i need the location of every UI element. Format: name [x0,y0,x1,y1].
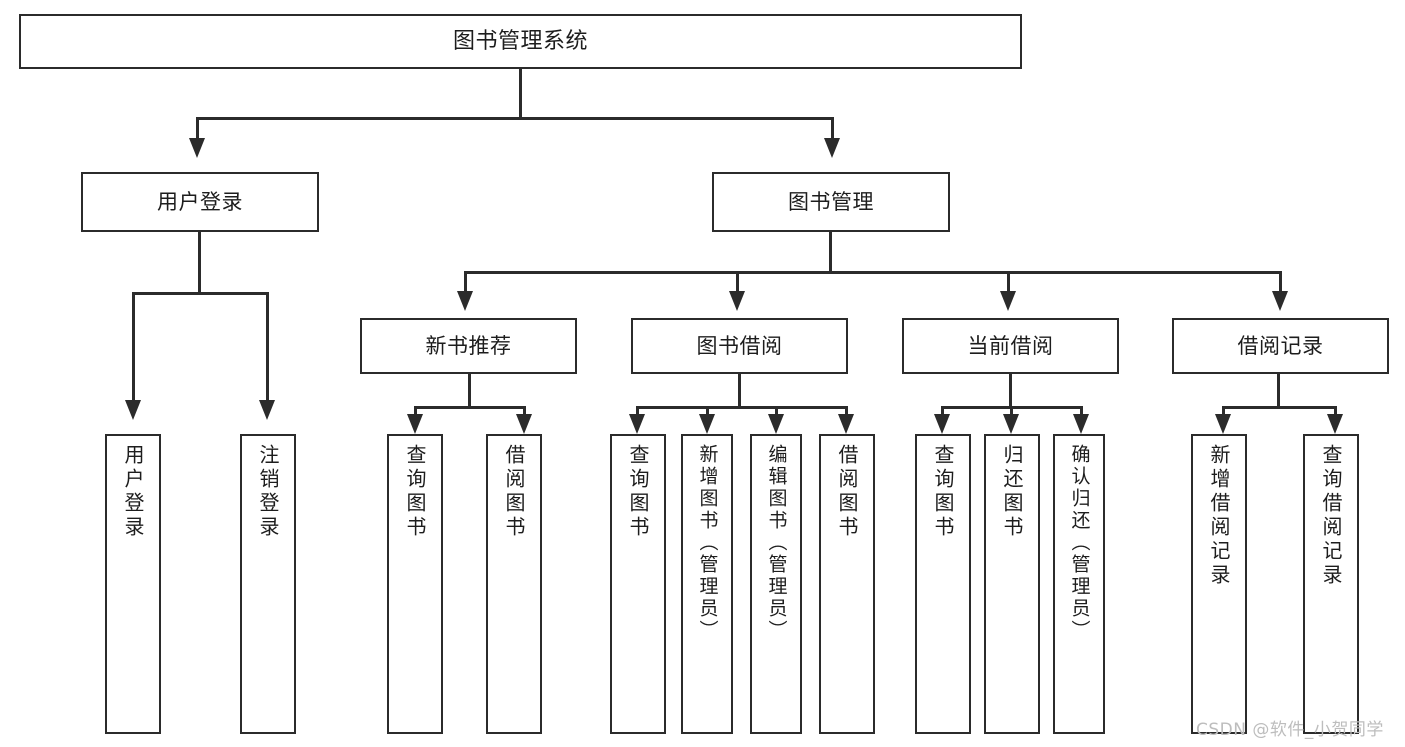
arrow-record-leaf-2 [1327,414,1343,434]
leaf-borrow-query-book[interactable]: 查询图书 [610,434,666,734]
arrow-book-manage-to-borrow [729,291,745,311]
connector-user-login-drop-1 [132,292,135,402]
connector-user-login-bus [132,292,269,295]
node-label: 图书管理系统 [452,28,588,54]
arrow-user-login-leaf-2 [259,400,275,420]
connector-borrow-bus [636,406,848,409]
connector-root-to-user-login [196,117,199,140]
node-label: 确认归还（管理员） [1068,444,1091,642]
connector-user-login-drop-2 [266,292,269,402]
node-label: 查询图书 [403,444,427,540]
arrow-current-leaf-1 [934,414,950,434]
node-label: 查询图书 [626,444,650,540]
connector-root-stem [519,69,522,119]
connector-new-book-stem [468,373,471,408]
connector-book-manage-drop-4 [1279,271,1282,293]
leaf-user-login-login[interactable]: 用户登录 [105,434,161,734]
node-label: 注销登录 [256,444,280,540]
connector-root-to-book-manage [831,117,834,140]
node-label: 查询图书 [931,444,955,540]
connector-borrow-drop-2 [706,406,709,419]
connector-root-bus [196,117,834,120]
node-label: 新增借阅记录 [1207,444,1231,588]
node-label: 新书推荐 [425,333,512,358]
connector-borrow-drop-1 [636,406,639,419]
leaf-borrow-borrow-book[interactable]: 借阅图书 [819,434,875,734]
connector-record-drop-2 [1334,406,1337,419]
node-label: 当前借阅 [967,333,1054,358]
connector-book-manage-stem [829,231,832,273]
arrow-user-login-leaf-1 [125,400,141,420]
node-label: 归还图书 [1000,444,1024,540]
connector-book-manage-drop-2 [736,271,739,293]
connector-current-stem [1009,373,1012,408]
node-current-borrow[interactable]: 当前借阅 [902,318,1119,374]
connector-current-drop-2 [1010,406,1013,419]
leaf-current-confirm-return-admin[interactable]: 确认归还（管理员） [1053,434,1105,734]
connector-current-drop-1 [941,406,944,419]
connector-new-book-drop-1 [414,406,417,419]
leaf-current-return-book[interactable]: 归还图书 [984,434,1040,734]
node-label: 借阅图书 [502,444,526,540]
node-label: 查询借阅记录 [1319,444,1343,588]
arrow-borrow-leaf-4 [838,414,854,434]
node-book-management[interactable]: 图书管理 [712,172,950,232]
node-label: 用户登录 [157,189,243,214]
node-label: 借阅记录 [1237,333,1324,358]
arrow-borrow-leaf-3 [768,414,784,434]
node-user-login[interactable]: 用户登录 [81,172,319,232]
leaf-new-book-query[interactable]: 查询图书 [387,434,443,734]
leaf-current-query-book[interactable]: 查询图书 [915,434,971,734]
node-label: 编辑图书（管理员） [765,444,788,642]
connector-current-drop-3 [1080,406,1083,419]
arrow-root-to-book-manage [824,138,840,158]
connector-record-drop-1 [1222,406,1225,419]
node-label: 用户登录 [121,444,145,540]
connector-new-book-bus [414,406,526,409]
node-root-book-management-system[interactable]: 图书管理系统 [19,14,1022,69]
watermark-csdn: CSDN @软件_小贺同学 [1196,720,1384,740]
node-new-book-recommend[interactable]: 新书推荐 [360,318,577,374]
arrow-root-to-user-login [189,138,205,158]
leaf-borrow-edit-book-admin[interactable]: 编辑图书（管理员） [750,434,802,734]
leaf-record-query-record[interactable]: 查询借阅记录 [1303,434,1359,734]
leaf-borrow-add-book-admin[interactable]: 新增图书（管理员） [681,434,733,734]
connector-new-book-drop-2 [523,406,526,419]
connector-borrow-stem [738,373,741,408]
connector-book-manage-bus [464,271,1282,274]
arrow-new-book-leaf-2 [516,414,532,434]
node-book-borrow[interactable]: 图书借阅 [631,318,848,374]
node-borrow-record[interactable]: 借阅记录 [1172,318,1389,374]
leaf-record-add-record[interactable]: 新增借阅记录 [1191,434,1247,734]
leaf-user-login-logout[interactable]: 注销登录 [240,434,296,734]
arrow-book-manage-to-current [1000,291,1016,311]
connector-record-stem [1277,373,1280,408]
arrow-book-manage-to-record [1272,291,1288,311]
arrow-book-manage-to-new-book [457,291,473,311]
arrow-borrow-leaf-2 [699,414,715,434]
connector-book-manage-drop-1 [464,271,467,293]
connector-book-manage-drop-3 [1007,271,1010,293]
arrow-borrow-leaf-1 [629,414,645,434]
node-label: 新增图书（管理员） [696,444,719,642]
node-label: 图书借阅 [696,333,783,358]
arrow-new-book-leaf-1 [407,414,423,434]
connector-user-login-stem [198,231,201,294]
node-label: 图书管理 [788,189,874,214]
node-label: 借阅图书 [835,444,859,540]
connector-borrow-drop-4 [845,406,848,419]
connector-record-bus [1222,406,1337,409]
arrow-current-leaf-2 [1003,414,1019,434]
arrow-record-leaf-1 [1215,414,1231,434]
arrow-current-leaf-3 [1073,414,1089,434]
leaf-new-book-borrow[interactable]: 借阅图书 [486,434,542,734]
connector-borrow-drop-3 [775,406,778,419]
